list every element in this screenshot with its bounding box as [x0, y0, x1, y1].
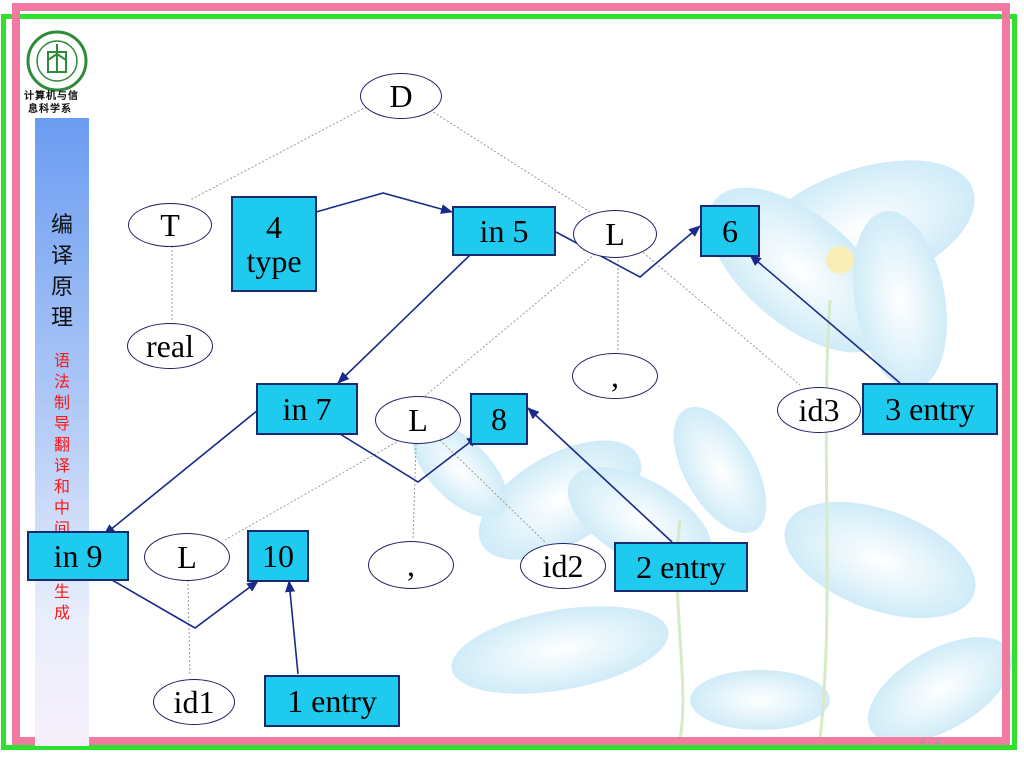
course-title: 编 译 原 理	[50, 213, 73, 331]
box-4-type: 4 type	[231, 196, 317, 292]
tree-edge-L2-id2	[439, 439, 546, 543]
box-3-entry: 3 entry	[862, 383, 998, 435]
department-label: 计算机与信 息科学系	[24, 90, 104, 116]
box-2-entry: 2 entry	[614, 542, 748, 592]
box-in5: in 5	[452, 206, 556, 256]
node-id1-label: id1	[173, 683, 215, 720]
box-8-label: 8	[491, 400, 507, 437]
box-6-label: 6	[722, 212, 738, 249]
node-L-top-label: L	[605, 215, 625, 252]
node-L-mid: L	[375, 396, 461, 444]
node-D-label: D	[389, 77, 413, 114]
node-real-label: real	[146, 327, 194, 364]
arrow-entry2-to-8	[527, 407, 673, 543]
node-id3-label: id3	[798, 391, 840, 428]
box-in9-label: in 9	[53, 537, 103, 574]
slide-number: 4 - 4	[920, 738, 941, 748]
arrow-entry3-to-6	[749, 254, 901, 384]
node-comma-2-label: ,	[407, 546, 415, 583]
box-in7: in 7	[256, 383, 358, 435]
box-in7-label: in 7	[282, 390, 332, 427]
tree-edge-D-L	[429, 109, 591, 213]
node-real: real	[127, 323, 213, 369]
department-label-line1: 计算机与信	[24, 91, 79, 102]
box-2-entry-label: 2 entry	[636, 548, 726, 585]
node-L-bottom: L	[144, 533, 230, 581]
tree-edge-L2-L3	[224, 439, 401, 541]
node-id2-label: id2	[542, 547, 584, 584]
arrow-in7-to-8	[339, 433, 479, 483]
box-1-entry-label: 1 entry	[287, 682, 377, 719]
box-10-label: 10	[262, 537, 294, 574]
box-10: 10	[247, 530, 309, 582]
arrow-in5-to-in7	[337, 254, 471, 384]
arrow-entry1-to-10	[285, 580, 299, 675]
tree-edge-L2-comma	[412, 443, 417, 541]
node-T: T	[128, 203, 212, 247]
box-4-type-number: 4	[266, 209, 282, 245]
box-6: 6	[700, 205, 760, 257]
node-comma-1-label: ,	[611, 357, 619, 394]
tree-edge-D-T	[189, 104, 371, 201]
tree-edge-L3-id1	[187, 579, 191, 677]
node-L-top: L	[573, 210, 657, 258]
university-seal-logo	[26, 30, 88, 92]
node-L-bottom-label: L	[177, 538, 197, 575]
node-id1: id1	[153, 679, 235, 725]
box-8: 8	[470, 393, 528, 445]
box-in9: in 9	[27, 531, 129, 581]
sidebar-strip	[35, 118, 89, 746]
node-T-label: T	[160, 206, 180, 243]
node-comma-1: ,	[572, 353, 658, 399]
inner-pink-frame	[12, 3, 1010, 745]
box-4-type-label: type	[246, 243, 302, 279]
node-L-mid-label: L	[408, 401, 428, 438]
department-label-line2: 息科学系	[28, 104, 72, 115]
box-3-entry-label: 3 entry	[885, 390, 975, 427]
node-id2: id2	[520, 543, 606, 589]
node-comma-2: ,	[368, 541, 454, 589]
box-1-entry: 1 entry	[264, 675, 400, 727]
outer-green-frame	[1, 14, 1017, 750]
arrow-in9-to-10	[111, 579, 259, 629]
tree-edge-L-id3	[639, 249, 801, 386]
node-D: D	[360, 73, 442, 119]
node-id3: id3	[777, 387, 861, 433]
arrow-type4-to-in5	[315, 192, 453, 214]
tree-edge-L-L	[424, 253, 596, 397]
box-in5-label: in 5	[479, 212, 529, 249]
arrow-in7-to-in9	[103, 409, 259, 536]
